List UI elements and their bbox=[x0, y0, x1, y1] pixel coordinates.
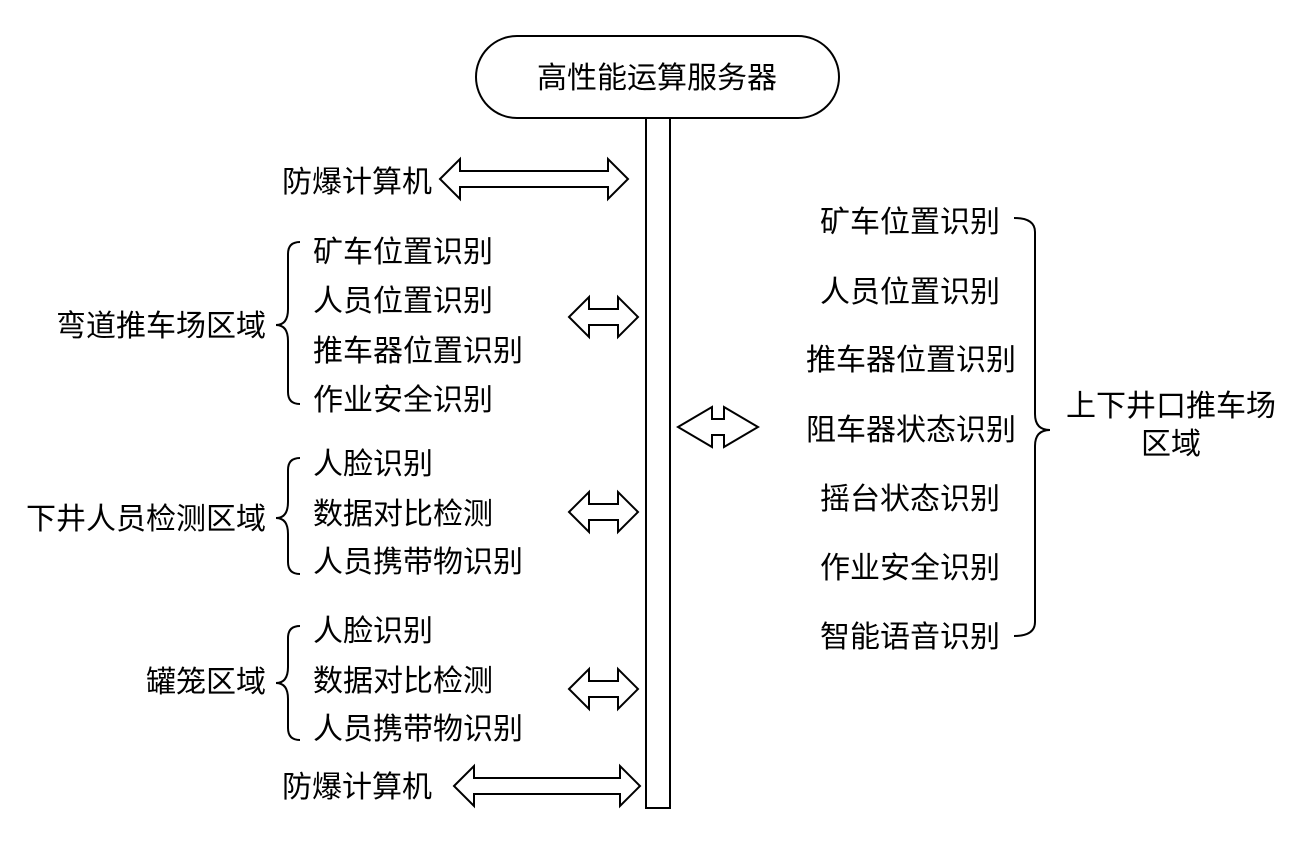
group-item: 人员位置识别 bbox=[313, 284, 493, 319]
group-item: 推车器位置识别 bbox=[806, 343, 1016, 378]
central-bus bbox=[645, 117, 671, 809]
group-title: 罐笼区域 bbox=[146, 665, 266, 700]
group-item: 数据对比检测 bbox=[313, 664, 493, 699]
group-title: 下井人员检测区域 bbox=[26, 502, 266, 537]
group-arrow bbox=[567, 489, 640, 535]
group-item: 人员位置识别 bbox=[820, 275, 1000, 310]
group-brace bbox=[275, 241, 301, 405]
group-item: 智能语音识别 bbox=[820, 620, 1000, 655]
computer-top-label: 防爆计算机 bbox=[282, 165, 432, 200]
group-arrow bbox=[567, 294, 640, 340]
group-brace bbox=[275, 457, 301, 575]
computer-top-arrow bbox=[438, 156, 630, 202]
group-item: 人脸识别 bbox=[313, 447, 433, 482]
group-brace bbox=[275, 625, 301, 741]
group-item: 推车器位置识别 bbox=[313, 334, 523, 369]
group-item: 矿车位置识别 bbox=[313, 235, 493, 270]
group-item: 阻车器状态识别 bbox=[806, 413, 1016, 448]
computer-bottom-label: 防爆计算机 bbox=[282, 770, 432, 805]
server-label: 高性能运算服务器 bbox=[537, 61, 777, 96]
computer-bottom-arrow bbox=[452, 763, 642, 809]
group-arrow bbox=[567, 666, 640, 712]
left-group-cage-area: 罐笼区域 人脸识别 数据对比检测 人员携带物识别 bbox=[146, 614, 640, 747]
group-item: 摇台状态识别 bbox=[820, 482, 1000, 517]
right-group-shaft-yard: 矿车位置识别 人员位置识别 推车器位置识别 阻车器状态识别 摇台状态识别 作业安… bbox=[806, 205, 1276, 655]
computer-top: 防爆计算机 bbox=[282, 156, 630, 202]
left-group-personnel-detection: 下井人员检测区域 人脸识别 数据对比检测 人员携带物识别 bbox=[26, 447, 640, 580]
group-item: 作业安全识别 bbox=[313, 383, 493, 418]
group-item: 人脸识别 bbox=[313, 614, 433, 649]
group-brace bbox=[1013, 217, 1051, 637]
group-item: 人员携带物识别 bbox=[313, 545, 523, 580]
server-node: 高性能运算服务器 bbox=[475, 35, 840, 119]
group-item: 矿车位置识别 bbox=[820, 205, 1000, 240]
group-title-line2: 区域 bbox=[1141, 427, 1201, 462]
left-group-curve-yard: 弯道推车场区域 矿车位置识别 人员位置识别 推车器位置识别 作业安全识别 bbox=[56, 235, 640, 418]
computer-bottom: 防爆计算机 bbox=[282, 763, 642, 809]
right-group-arrow bbox=[676, 405, 760, 449]
group-item: 数据对比检测 bbox=[313, 497, 493, 532]
group-item: 人员携带物识别 bbox=[313, 712, 523, 747]
group-item: 作业安全识别 bbox=[820, 551, 1000, 586]
group-title: 弯道推车场区域 bbox=[56, 309, 266, 344]
group-title-line1: 上下井口推车场 bbox=[1066, 389, 1276, 424]
